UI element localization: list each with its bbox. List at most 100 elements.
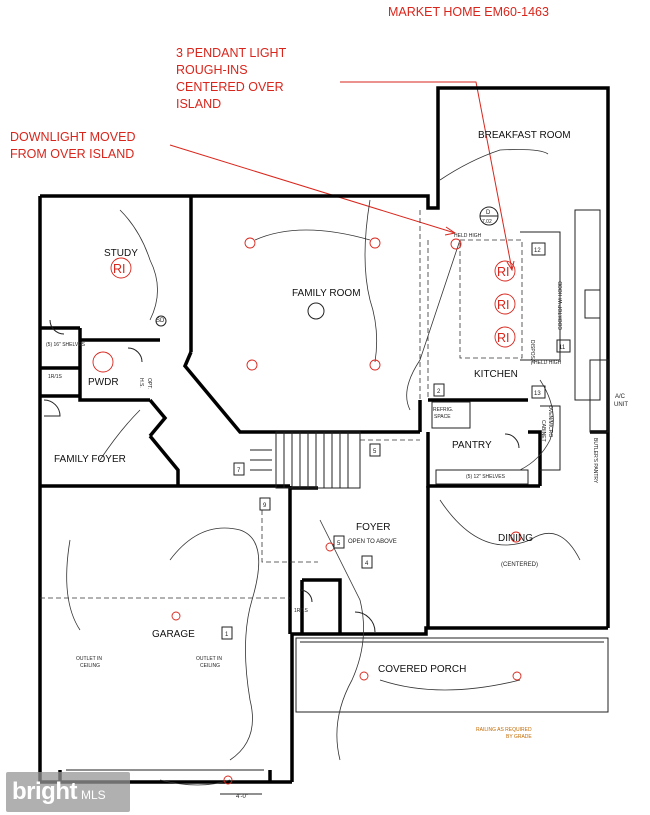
ac-unit-label-2: UNIT: [614, 402, 628, 408]
butlers-pantry-label: BUTLER'S PANTRY: [592, 438, 598, 484]
family-room-fan: [307, 302, 325, 320]
keynote-tag: 1: [225, 632, 229, 638]
study-rough-in: [110, 257, 132, 279]
kitchen-cabinets: [431, 209, 609, 485]
foyer-sublabel: OPEN TO ABOVE: [348, 539, 397, 545]
foyer-label: FOYER: [356, 522, 390, 533]
dining-fixture: [510, 531, 522, 543]
refrig-space-label-1: REFRIG.: [433, 407, 453, 413]
wiring: [66, 149, 581, 786]
keynote-tag: 12: [534, 248, 541, 254]
keynote-tag: 13: [534, 391, 541, 397]
pendant-note-line-2: ROUGH-INS: [176, 63, 248, 77]
kitchen-downlight: [450, 238, 462, 250]
held-high-label-2: HELD HIGH: [534, 360, 562, 366]
garage-outlet-left-2: CEILING: [80, 663, 100, 669]
garage-outlet-right-2: CEILING: [200, 663, 220, 669]
keynote-tag: 11: [559, 345, 566, 351]
pendant-rough-in-3: [494, 326, 516, 348]
rough-in-markers: RI RI RI RI: [110, 257, 516, 348]
family-room-downlight: [244, 237, 256, 249]
downlight-note-line-1: DOWNLIGHT MOVED: [10, 130, 135, 144]
dining-label: DINING: [498, 533, 533, 544]
markup-leaders: [169, 81, 515, 272]
powder-room-label: PWDR: [88, 377, 119, 388]
main-stair: [250, 431, 361, 489]
watermark-brand: bright: [12, 778, 77, 805]
light-fixtures: [92, 237, 522, 785]
smoke-detector: [155, 315, 167, 327]
hs-label: H.S.: [138, 378, 144, 388]
keynote-tags: 1 2 4 5 5 7 9 11 12 13: [221, 242, 571, 640]
powder-room-fixture: [92, 351, 114, 373]
pendant-rough-in-2-label: RI: [497, 298, 510, 312]
keynote-tag-box: [233, 462, 245, 476]
keynote-tag: 7: [237, 468, 241, 474]
foyer-closet-rod-shelf-label: 1R/1S: [294, 608, 309, 614]
opt-label: OPT.: [146, 378, 152, 389]
family-foyer-label: FAMILY FOYER: [54, 454, 126, 465]
pendant-leader-arrow: [506, 260, 515, 272]
keynote-tag-box: [369, 443, 381, 457]
family-room-downlight: [369, 359, 381, 371]
pendant-note-line-3: CENTERED OVER: [176, 80, 284, 94]
smoke-detector-label: SD: [156, 318, 165, 324]
ceiling-dash-lines: [40, 210, 429, 599]
study-label: STUDY: [104, 248, 138, 259]
family-room-label: FAMILY ROOM: [292, 288, 361, 299]
keynote-tag: 5: [337, 541, 341, 547]
keynote-tag: 5: [373, 449, 377, 455]
dining-sublabel: (CENTERED): [501, 562, 538, 568]
pantry-label: PANTRY: [452, 440, 492, 451]
disposal-label: DISPOSAL: [529, 340, 535, 365]
garage-outlet-right-1: OUTLET IN: [196, 656, 222, 662]
held-high-label-1: HELD HIGH: [454, 233, 482, 239]
garage-label: GARAGE: [152, 629, 195, 640]
keynote-tag-box: [361, 555, 373, 569]
watermark: bright MLS: [6, 772, 130, 812]
keynote-tag-box: [333, 535, 345, 549]
section-callout-letter: D: [486, 210, 491, 216]
keynote-tag-box: [259, 497, 271, 511]
dimension-label: 4'-0": [236, 794, 248, 800]
downlight-note: DOWNLIGHT MOVED FROM OVER ISLAND: [10, 130, 135, 161]
cooktop-label: COOKTOP W/ HOOD: [558, 281, 564, 330]
plan-title: MARKET HOME EM60-1463: [388, 5, 549, 19]
keynote-tag-box: [531, 385, 546, 399]
keynote-tag: 9: [263, 503, 267, 509]
garage-fixture: [171, 611, 181, 621]
cabinet-label: CABINET: [540, 420, 546, 442]
refrig-space-label-2: SPACE: [434, 414, 451, 420]
ac-unit-label-1: A/C: [615, 394, 626, 400]
keynote-tag: 2: [437, 389, 441, 395]
downlight-leader-line: [169, 144, 456, 234]
downlight-note-line-2: FROM OVER ISLAND: [10, 147, 134, 161]
watermark-suffix: MLS: [80, 788, 106, 802]
porch-fixture: [359, 671, 369, 681]
railing-note-line-1: RAILING AS REQUIRED: [476, 727, 532, 733]
porch-fixture: [512, 671, 522, 681]
pendant-note: 3 PENDANT LIGHT ROUGH-INS CENTERED OVER …: [176, 46, 287, 111]
pendant-note-line-4: ISLAND: [176, 97, 221, 111]
covered-porch-label: COVERED PORCH: [378, 664, 466, 675]
railing-note-line-2: BY GRADE: [506, 734, 532, 740]
family-room-downlight: [246, 359, 258, 371]
shelves-12-label: (5) 12" SHELVES: [466, 474, 506, 480]
foyer-fixture: [325, 542, 335, 552]
keynote-tag: 4: [365, 561, 369, 567]
annotations: SD (5) 16" SHELVES 1R/1S 1R/1S (5) 12" S…: [46, 206, 628, 800]
downlight-leader-arrow: [444, 226, 457, 236]
keynote-tag-box: [221, 626, 233, 640]
breakfast-room-label: BREAKFAST ROOM: [478, 130, 571, 141]
closet-rod-shelf-label: 1R/1S: [48, 374, 63, 380]
covered-porch-outline: [295, 637, 609, 713]
keynote-tag-box: [433, 383, 445, 397]
exterior-fixture: [223, 775, 233, 785]
pendant-rough-in-1-label: RI: [497, 265, 510, 279]
section-callout-ref: 7.02: [482, 219, 492, 225]
door-swings: [43, 319, 520, 633]
pendant-leader-line: [340, 81, 513, 271]
family-room-downlight: [369, 237, 381, 249]
shelves-16-label: (5) 16" SHELVES: [46, 342, 86, 348]
